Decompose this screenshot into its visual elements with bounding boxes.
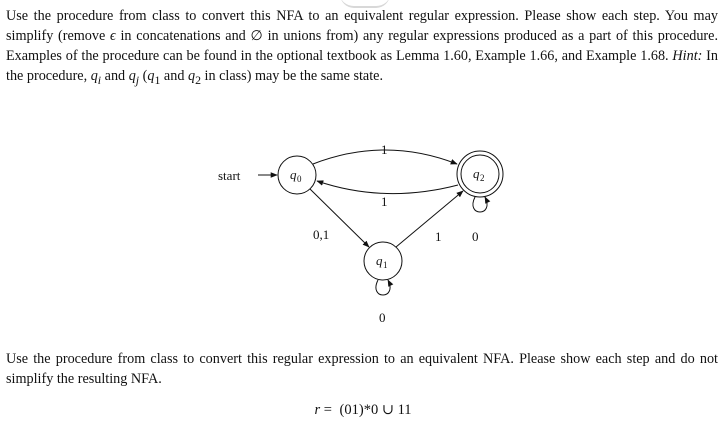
transition-q0-q2 <box>312 149 458 165</box>
transition-q1-q2-label: 1 <box>435 229 442 244</box>
transition-q1-self-label: 0 <box>379 310 386 325</box>
state-q0: q 0 <box>277 155 317 195</box>
transition-q0-q2-label: 1 <box>381 142 388 157</box>
state-q2-accepting: q 2 <box>456 150 504 198</box>
svg-text:2: 2 <box>480 173 485 183</box>
question-2-text: Use the procedure from class to convert … <box>6 351 718 387</box>
transition-q0-q1-label: 0,1 <box>313 227 329 242</box>
transition-q2-q0-label: 1 <box>381 194 388 209</box>
svg-text:0: 0 <box>297 174 302 184</box>
svg-text:1: 1 <box>383 260 388 270</box>
transition-q1-q2 <box>395 190 464 248</box>
hint-label: Hint: <box>672 48 703 64</box>
transition-q2-self-label: 0 <box>472 229 479 244</box>
transition-q1-self-loop <box>375 279 394 296</box>
question-1-text: Use the procedure from class to convert … <box>6 8 718 87</box>
transition-q2-q0 <box>316 180 459 195</box>
page-top-artifact <box>340 0 390 8</box>
transition-q0-q1 <box>309 188 370 248</box>
transition-q2-self-loop <box>472 196 491 213</box>
regular-expression: r = (01)*0 ∪ 11 <box>314 402 412 418</box>
svg-text:q: q <box>376 253 383 268</box>
svg-text:q: q <box>290 167 297 182</box>
svg-text:q: q <box>473 166 480 181</box>
state-q1: q 1 <box>363 241 403 281</box>
start-label: start <box>218 168 241 183</box>
